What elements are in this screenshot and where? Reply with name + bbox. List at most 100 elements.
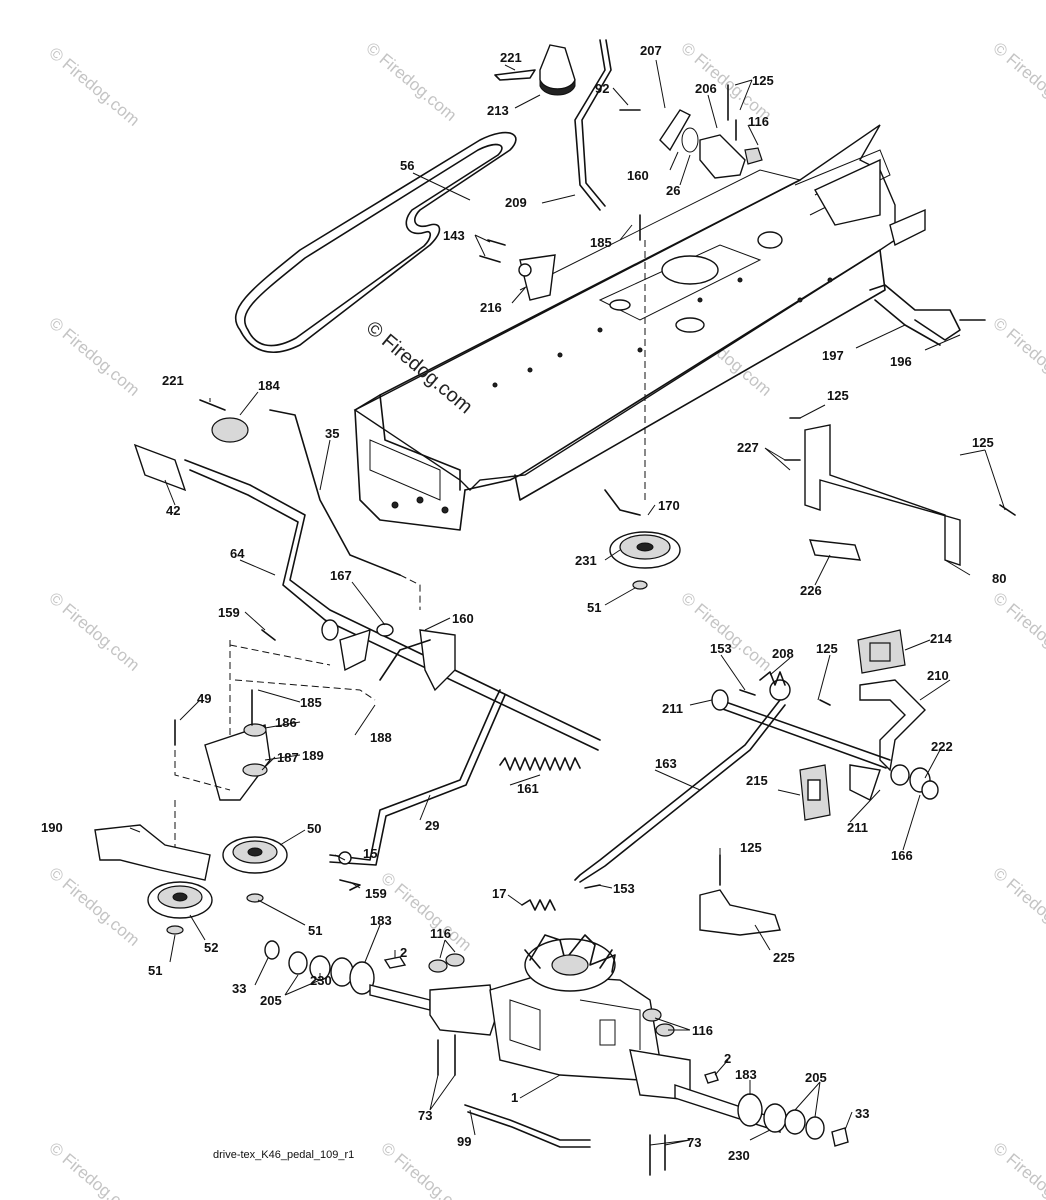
callout-17: 17 xyxy=(492,886,506,901)
pulley-50 xyxy=(222,836,288,903)
leader-lines xyxy=(129,59,1006,1146)
bracket-225 xyxy=(699,854,781,936)
callout-73: 73 xyxy=(687,1135,701,1150)
callout-184: 184 xyxy=(258,378,280,393)
callout-225: 225 xyxy=(773,950,795,965)
callout-73: 73 xyxy=(418,1108,432,1123)
callout-153: 153 xyxy=(613,881,635,896)
callout-231: 231 xyxy=(575,553,597,568)
callout-143: 143 xyxy=(443,228,465,243)
callout-42: 42 xyxy=(166,503,180,518)
callout-80: 80 xyxy=(992,571,1006,586)
callout-163: 163 xyxy=(655,756,677,771)
callout-33: 33 xyxy=(855,1106,869,1121)
callout-1: 1 xyxy=(511,1090,518,1105)
rod-188 xyxy=(379,639,431,681)
shift-bracket xyxy=(619,84,763,179)
callout-26: 26 xyxy=(666,183,680,198)
callout-205: 205 xyxy=(260,993,282,1008)
callout-33: 33 xyxy=(232,981,246,996)
callout-92: 92 xyxy=(595,81,609,96)
callout-214: 214 xyxy=(930,631,952,646)
callout-187: 187 xyxy=(277,750,299,765)
lever-assembly xyxy=(224,623,456,791)
callout-185: 185 xyxy=(590,235,612,250)
callout-50: 50 xyxy=(307,821,321,836)
watermark: © Firedog.com xyxy=(45,864,143,950)
callout-125: 125 xyxy=(752,73,774,88)
callout-35: 35 xyxy=(325,426,339,441)
callout-209: 209 xyxy=(505,195,527,210)
callout-125: 125 xyxy=(740,840,762,855)
callout-52: 52 xyxy=(204,940,218,955)
drive-belt xyxy=(234,131,517,354)
callout-2: 2 xyxy=(724,1051,731,1066)
hairpin-clip xyxy=(494,69,536,81)
pulley-52 xyxy=(147,881,213,935)
callout-206: 206 xyxy=(695,81,717,96)
callout-labels: 221 213 56 207 92 206 125 116 160 26 209… xyxy=(41,43,1006,1163)
callout-51: 51 xyxy=(308,923,322,938)
callout-99: 99 xyxy=(457,1134,471,1149)
callout-116: 116 xyxy=(692,1023,713,1038)
callout-186: 186 xyxy=(275,715,297,730)
shift-rod xyxy=(574,39,612,211)
frame-chassis xyxy=(353,124,926,531)
callout-227: 227 xyxy=(737,440,759,455)
callout-230: 230 xyxy=(728,1148,750,1163)
small-clips xyxy=(339,879,556,911)
diagram-reference-code: drive-tex_K46_pedal_109_r1 xyxy=(213,1149,354,1161)
watermark: © Firedog.com xyxy=(989,864,1046,950)
callout-189: 189 xyxy=(302,748,324,763)
callout-208: 208 xyxy=(772,646,794,661)
callout-15: 15 xyxy=(363,846,377,861)
callout-170: 170 xyxy=(658,498,680,513)
callout-159: 159 xyxy=(218,605,240,620)
callout-213: 213 xyxy=(487,103,509,118)
callout-221: 221 xyxy=(162,373,184,388)
shift-knob xyxy=(539,44,576,96)
callout-183: 183 xyxy=(370,913,392,928)
callout-226: 226 xyxy=(800,583,822,598)
callout-56: 56 xyxy=(400,158,414,173)
spring-161 xyxy=(499,757,581,771)
callout-190: 190 xyxy=(41,820,63,835)
watermark: © Firedog.com xyxy=(377,869,475,955)
idler-pulley-231 xyxy=(604,240,681,590)
watermark: © Firedog.com xyxy=(362,39,460,125)
pulley-bracket xyxy=(174,689,271,850)
brake-bracket xyxy=(479,214,641,301)
rod-29 xyxy=(329,689,506,866)
left-axle-hardware xyxy=(264,940,407,995)
throttle-cable xyxy=(269,409,421,610)
side-bracket xyxy=(784,417,1016,566)
callout-166: 166 xyxy=(891,848,913,863)
callout-2: 2 xyxy=(400,945,407,960)
watermark: © Firedog.com xyxy=(989,589,1046,675)
callout-51: 51 xyxy=(587,600,601,615)
pedal-shaft xyxy=(133,443,601,751)
callout-207: 207 xyxy=(640,43,662,58)
callout-160: 160 xyxy=(627,168,649,183)
callout-216: 216 xyxy=(480,300,502,315)
callout-210: 210 xyxy=(927,668,949,683)
callout-167: 167 xyxy=(330,568,352,583)
watermark: © Firedog.com xyxy=(45,1139,143,1200)
callout-183: 183 xyxy=(735,1067,757,1082)
watermark: © Firedog.com xyxy=(989,39,1046,125)
pulley-bracket-190 xyxy=(94,824,211,881)
callout-197: 197 xyxy=(822,348,844,363)
callout-222: 222 xyxy=(931,739,953,754)
callout-205: 205 xyxy=(805,1070,827,1085)
callout-116: 116 xyxy=(430,926,451,941)
callout-153: 153 xyxy=(710,641,732,656)
bypass-rod xyxy=(464,1104,591,1148)
callout-125: 125 xyxy=(816,641,838,656)
transaxle-assembly xyxy=(369,934,781,1176)
front-rod xyxy=(869,284,986,346)
callout-51: 51 xyxy=(148,963,162,978)
callout-221: 221 xyxy=(500,50,522,65)
callout-230: 230 xyxy=(310,973,332,988)
